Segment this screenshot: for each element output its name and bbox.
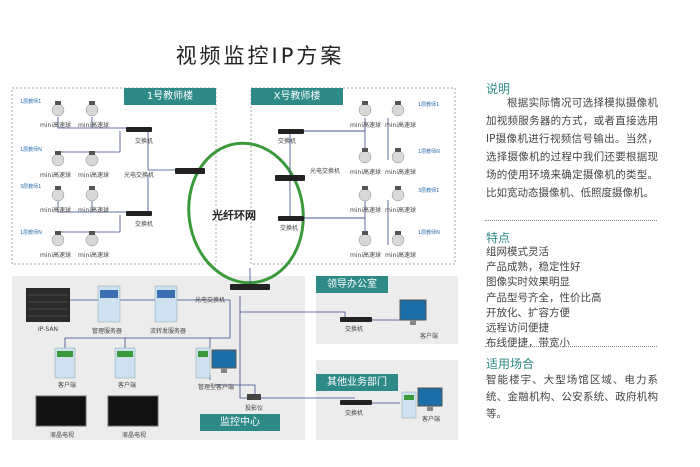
features-list: 组网模式灵活 产品成熟，稳定性好 图像实时效果明显 产品型号齐全，性价比高 开放… xyxy=(486,245,602,351)
mini-dome-label: mini高速球 xyxy=(385,252,416,259)
cam-floor-label: 3层教师1 xyxy=(20,184,42,190)
divider xyxy=(485,220,657,221)
mini-dome-label: mini高速球 xyxy=(40,207,71,214)
buildingX-box xyxy=(250,87,456,265)
mgmt-server-label: 管理服务器 xyxy=(92,328,123,335)
stream-server-label: 流转发服务器 xyxy=(150,328,187,335)
cam-floor-label: 1层教师1 xyxy=(418,102,440,108)
leader-office-label: 领导办公室 xyxy=(316,276,388,293)
mini-dome-label: mini高速球 xyxy=(78,252,109,259)
network-diagram xyxy=(11,87,458,440)
feature-item: 布线便捷，带宽小 xyxy=(486,337,570,350)
mini-dome-label: mini高速球 xyxy=(350,207,381,214)
optical-switch-label: 光电交换机 xyxy=(310,168,341,175)
mini-dome-label: mini高速球 xyxy=(350,122,381,129)
usage-text: 智能楼宇、大型场馆区域、电力系统、金融机构、公安系统、政府机构等。 xyxy=(486,374,658,420)
cam-floor-label: 1层教师N xyxy=(20,230,42,236)
building1-box xyxy=(11,87,217,265)
divider xyxy=(485,346,657,347)
lcd-tvs xyxy=(35,395,159,427)
switches xyxy=(126,127,372,405)
feature-item: 产品型号齐全，性价比高 xyxy=(486,291,602,304)
mini-dome-label: mini高速球 xyxy=(40,122,71,129)
monitor-center-label: 监控中心 xyxy=(200,414,280,431)
building1-label: 1号教师楼 xyxy=(124,88,216,105)
client-label: 客户端 xyxy=(420,333,439,340)
projector-label: 投影仪 xyxy=(245,405,264,412)
mini-dome-label: mini高速球 xyxy=(350,252,381,259)
switch-label: 交换机 xyxy=(135,221,154,228)
other-dept-label: 其他业务部门 xyxy=(316,374,398,391)
feature-item: 图像实时效果明显 xyxy=(486,276,570,289)
feature-item: 开放化、扩容方便 xyxy=(486,306,570,319)
switch-label: 交换机 xyxy=(280,225,299,232)
lcd-tv-label: 液晶电视 xyxy=(50,432,75,439)
mini-dome-label: mini高速球 xyxy=(78,207,109,214)
feature-item: 组网模式灵活 xyxy=(486,246,549,258)
monitors xyxy=(211,299,443,411)
cam-floor-label: 3层教师1 xyxy=(418,188,440,194)
optical-switch-label: 光电交换机 xyxy=(124,172,155,179)
mini-dome-label: mini高速球 xyxy=(350,169,381,176)
client-label: 客户端 xyxy=(118,382,137,389)
servers xyxy=(54,285,417,419)
cam-floor-label: 1层教师N xyxy=(418,149,440,155)
client-label: 客户端 xyxy=(58,382,77,389)
switch-label: 交换机 xyxy=(135,138,154,145)
features-heading: 特点 xyxy=(486,231,511,245)
switch-label: 交换机 xyxy=(278,138,297,145)
cam-floor-label: 1层教师N xyxy=(418,230,440,236)
description-heading: 说明 xyxy=(486,82,511,96)
ip-san-label: IP-SAN xyxy=(38,326,58,333)
camera-mounts xyxy=(55,101,401,235)
cam-floor-label: 1层教师1 xyxy=(20,99,42,105)
ip-san-device xyxy=(26,288,70,322)
ip-san-slots xyxy=(28,294,68,317)
lcd-tv-label: 液晶电视 xyxy=(122,432,147,439)
fiber-ring-label: 光纤环网 xyxy=(212,209,256,222)
mini-dome-label: mini高速球 xyxy=(385,207,416,214)
mini-dome-label: mini高速球 xyxy=(78,122,109,129)
mini-dome-label: mini高速球 xyxy=(78,172,109,179)
switch-label: 交换机 xyxy=(345,326,364,333)
mini-dome-label: mini高速球 xyxy=(40,252,71,259)
optical-switch-label: 光电交换机 xyxy=(195,297,226,304)
building1-links xyxy=(57,117,175,245)
mini-dome-label: mini高速球 xyxy=(385,169,416,176)
mini-dome-label: mini高速球 xyxy=(40,172,71,179)
fiber-ring xyxy=(187,141,305,285)
client-label: 客户端 xyxy=(422,416,441,423)
switch-label: 交换机 xyxy=(345,410,364,417)
projector-device xyxy=(247,394,261,400)
feature-item: 产品成熟，稳定性好 xyxy=(486,261,581,274)
usage-heading: 适用场合 xyxy=(486,357,535,371)
feature-item: 远程访问便捷 xyxy=(486,322,549,335)
mgmt-client-label: 管理型客户端 xyxy=(198,384,235,391)
mini-dome-label: mini高速球 xyxy=(385,122,416,129)
description-text: 根据实际情况可选择模拟摄像机加视频服务器的方式，或者直接选用IP摄像机进行视频信… xyxy=(486,97,658,199)
buildingX-label: X号教师楼 xyxy=(251,88,343,105)
cam-floor-label: 1层教师N xyxy=(20,147,42,153)
page-title: 视频监控IP方案 xyxy=(175,44,345,68)
